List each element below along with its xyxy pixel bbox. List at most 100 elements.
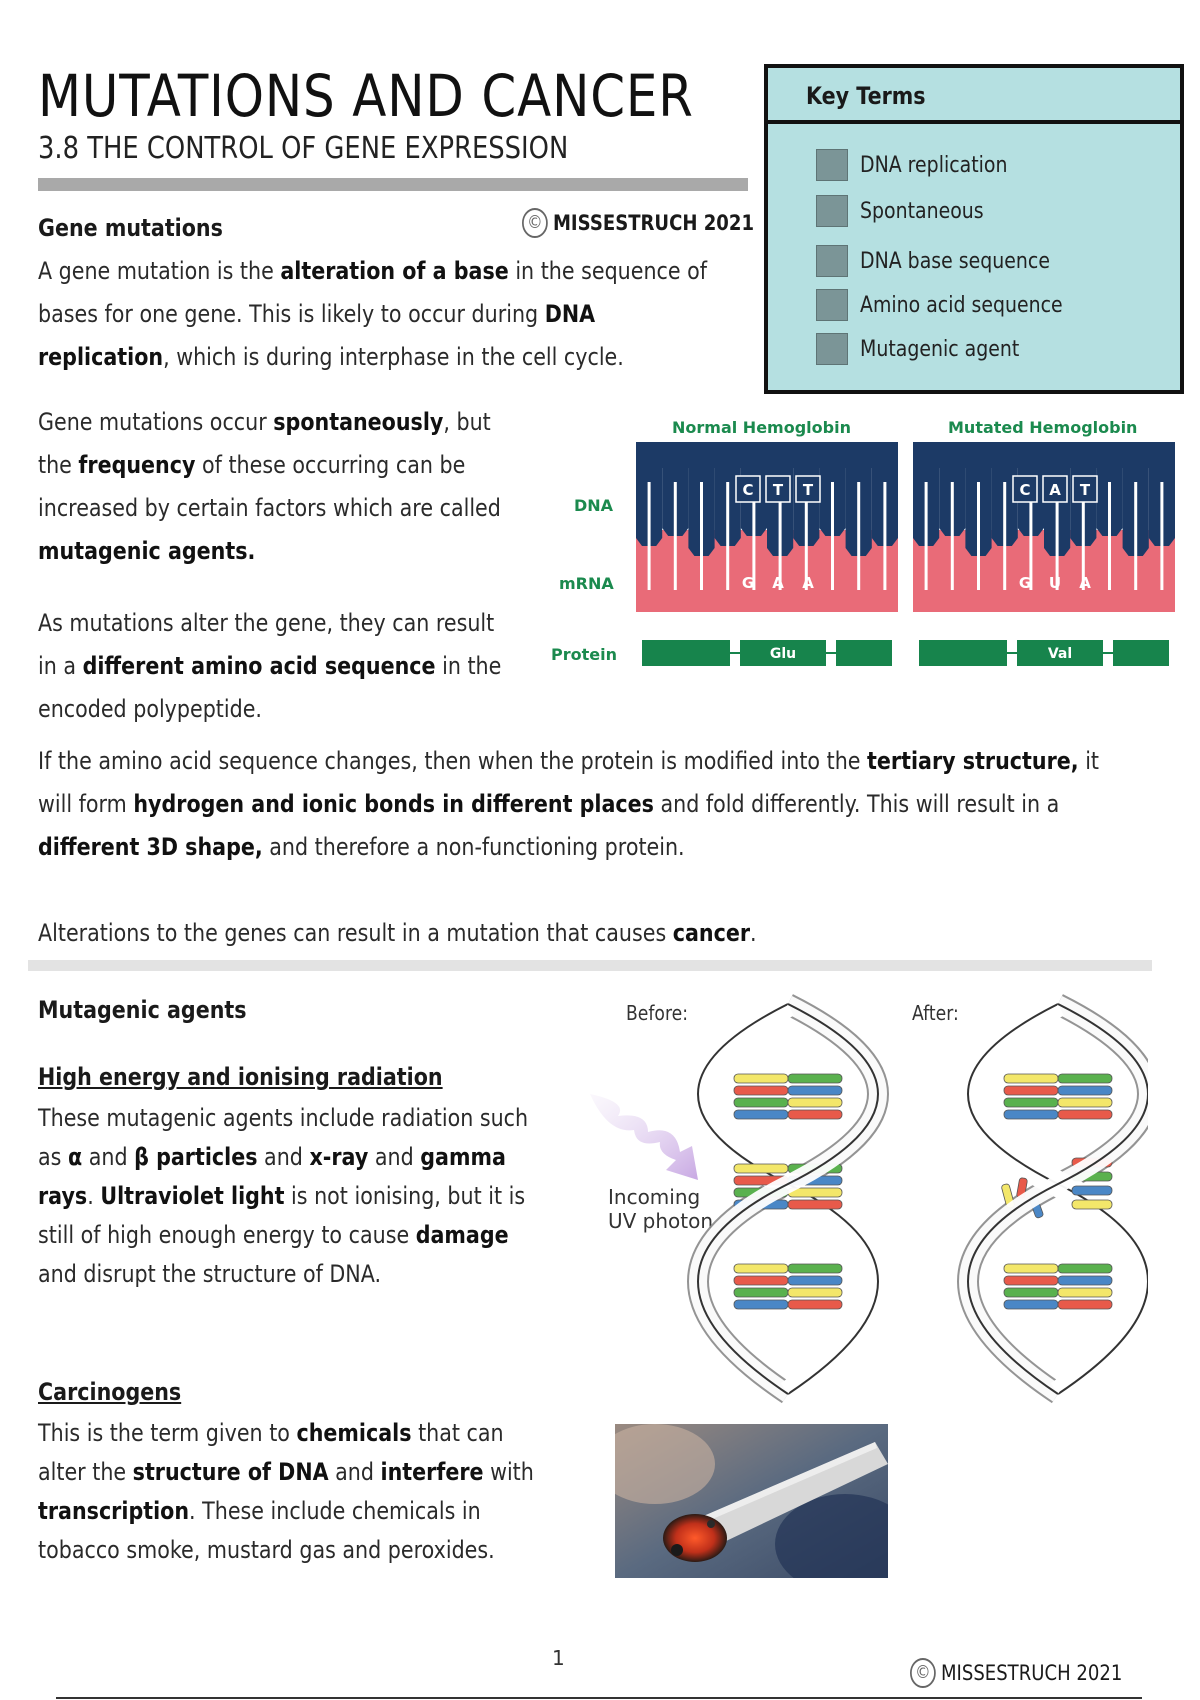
bold-term: chemicals	[296, 1419, 412, 1447]
mrna-base-label: A	[772, 574, 784, 592]
bold-term: damage	[415, 1221, 509, 1249]
text-segment: and disrupt the structure of DNA.	[38, 1260, 382, 1288]
key-term-label: Mutagenic agent	[860, 336, 1020, 362]
before-label: Before:	[626, 1001, 689, 1025]
mrna-base-label: A	[802, 574, 814, 592]
text-line: in a different amino acid sequence in th…	[38, 645, 502, 688]
copyright-notice-footer: © MISSESTRUCH 2021	[910, 1658, 1122, 1688]
bold-term: different amino acid sequence	[82, 652, 436, 680]
uv-label-line-2: UV photon	[608, 1209, 714, 1233]
radiation-paragraph: These mutagenic agents include radiation…	[38, 1099, 598, 1294]
text-line: as α and β particles and x-ray and gamma	[38, 1138, 520, 1177]
bold-term: gamma	[420, 1143, 506, 1171]
bold-term: α	[67, 1143, 83, 1171]
text-segment: in a	[38, 652, 83, 680]
checkbox-icon[interactable]	[816, 245, 848, 277]
text-segment: Gene mutations occur	[38, 408, 274, 436]
normal-hemoglobin-title: Normal Hemoglobin	[672, 418, 851, 437]
protein-segment	[642, 640, 730, 666]
text-segment: as	[38, 1143, 68, 1171]
text-segment: , which is during interphase in the cell…	[163, 343, 624, 371]
text-segment: bases for one gene. This is likely to oc…	[38, 300, 545, 328]
protein-segment	[1113, 640, 1169, 666]
carcinogens-paragraph: This is the term given to chemicals that…	[38, 1414, 598, 1570]
footer-line	[56, 1697, 1142, 1699]
bold-term: β particles	[134, 1143, 258, 1171]
bold-term: frequency	[78, 451, 196, 479]
key-term-item[interactable]: Mutagenic agent	[816, 332, 1045, 366]
text-segment: and	[257, 1143, 310, 1171]
text-segment: in the sequence of	[508, 257, 708, 285]
gene-mutations-paragraph-1: A gene mutation is the alteration of a b…	[38, 250, 758, 379]
text-segment: .	[750, 919, 757, 947]
dna-base-label: T	[773, 481, 784, 499]
bold-term: DNA	[544, 300, 596, 328]
text-line: increased by certain factors which are c…	[38, 487, 502, 530]
text-line: mutagenic agents.	[38, 530, 502, 573]
bold-term: spontaneously	[273, 408, 444, 436]
text-line: A gene mutation is the alteration of a b…	[38, 250, 707, 293]
bold-term: tertiary structure,	[867, 747, 1079, 775]
dna-row-label: DNA	[574, 496, 614, 515]
copyright-icon: ©	[910, 1658, 936, 1688]
text-segment: the	[38, 451, 79, 479]
text-segment: tobacco smoke, mustard gas and peroxides…	[38, 1536, 495, 1564]
page-subtitle: 3.8 THE CONTROL OF GENE EXPRESSION	[38, 131, 569, 166]
copyright-notice-top: © MISSESTRUCH 2021	[522, 208, 754, 238]
text-segment: . These include chemicals in	[189, 1497, 481, 1525]
bold-term: x-ray	[309, 1143, 369, 1171]
uv-photon-arrow-icon	[590, 1094, 698, 1180]
text-line: bases for one gene. This is likely to oc…	[38, 293, 657, 336]
text-segment: it	[1078, 747, 1100, 775]
bold-term: transcription	[38, 1497, 190, 1525]
text-line: different 3D shape, and therefore a non-…	[38, 826, 1018, 869]
bold-term: hydrogen and ionic bonds in different pl…	[133, 790, 654, 818]
dna-backbone	[636, 442, 898, 468]
text-segment: with	[483, 1458, 534, 1486]
copyright-text: MISSESTRUCH 2021	[940, 1661, 1123, 1685]
amino-acid-label: Glu	[770, 646, 796, 662]
mutated-hemoglobin-title: Mutated Hemoglobin	[948, 418, 1138, 437]
protein-row-label: Protein	[551, 645, 617, 664]
text-segment: and	[82, 1143, 135, 1171]
checkbox-icon[interactable]	[816, 195, 848, 227]
bold-term: different 3D shape,	[38, 833, 263, 861]
text-segment: and therefore a non-functioning protein.	[262, 833, 685, 861]
text-line: replication, which is during interphase …	[38, 336, 657, 379]
text-line: As mutations alter the gene, they can re…	[38, 602, 502, 645]
key-term-label: DNA replication	[860, 152, 1008, 178]
text-line: This is the term given to chemicals that…	[38, 1414, 520, 1453]
text-line: alter the structure of DNA and interfere…	[38, 1453, 534, 1492]
key-term-item[interactable]: Amino acid sequence	[816, 288, 1096, 322]
protein-segment	[740, 640, 826, 666]
text-segment: and fold differently. This will result i…	[653, 790, 1060, 818]
checkbox-icon[interactable]	[816, 333, 848, 365]
text-segment: still of high enough energy to cause	[38, 1221, 416, 1249]
dna-base-label: T	[1080, 481, 1091, 499]
bold-term: structure of DNA	[132, 1458, 329, 1486]
checkbox-icon[interactable]	[816, 149, 848, 181]
text-line: If the amino acid sequence changes, then…	[38, 740, 1099, 783]
text-segment: This is the term given to	[38, 1419, 297, 1447]
bold-term: alteration of a base	[280, 257, 509, 285]
copyright-icon: ©	[522, 208, 548, 238]
key-terms-box: Key Terms DNA replication Spontaneous DN…	[764, 64, 1184, 394]
text-segment: is not ionising, but it is	[284, 1182, 526, 1210]
checkbox-icon[interactable]	[816, 289, 848, 321]
key-term-item[interactable]: DNA base sequence	[816, 244, 1081, 278]
cigarette-photo	[615, 1424, 888, 1578]
text-segment: of these occurring can be	[195, 451, 466, 479]
bold-term: cancer	[672, 919, 751, 947]
key-term-item[interactable]: DNA replication	[816, 148, 1031, 182]
key-term-label: Amino acid sequence	[860, 292, 1063, 318]
text-line: rays. Ultraviolet light is not ionising,…	[38, 1177, 525, 1216]
protein-segment	[919, 640, 1007, 666]
amino-acid-label: Val	[1048, 646, 1072, 662]
key-term-item[interactable]: Spontaneous	[816, 194, 1004, 228]
text-segment: in the	[435, 652, 502, 680]
cancer-paragraph: Alterations to the genes can result in a…	[38, 912, 1178, 955]
uv-label-line-1: Incoming	[608, 1185, 701, 1209]
